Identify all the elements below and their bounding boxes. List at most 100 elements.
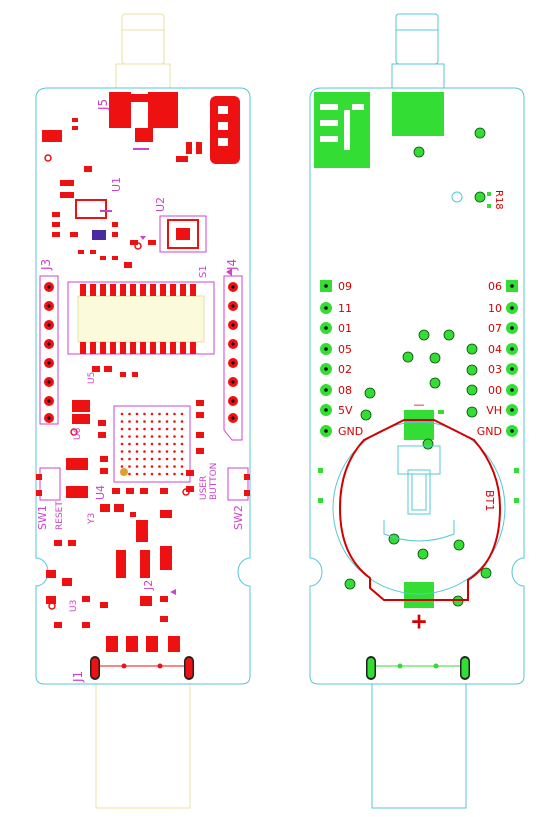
pin-right-4: 04 xyxy=(488,343,502,356)
bga-ball xyxy=(180,472,184,476)
bga-ball xyxy=(120,435,124,438)
usb-connector-bottom xyxy=(371,683,467,809)
dip-switch-s1 xyxy=(67,281,215,355)
label-j5: J5 xyxy=(96,99,110,111)
bga-ball xyxy=(128,450,131,453)
bga-ball xyxy=(165,427,169,431)
bga-ball xyxy=(128,435,131,438)
label-u2: U2 xyxy=(154,197,167,212)
sma-connector-top xyxy=(115,13,171,89)
bga-ball xyxy=(173,457,176,461)
bga-ball xyxy=(135,450,139,453)
bga-ball xyxy=(165,412,169,416)
sw2-button xyxy=(227,467,250,501)
usb-pads-top xyxy=(90,656,194,680)
pin-right-3: 07 xyxy=(488,322,502,335)
bga-ball xyxy=(150,472,154,476)
bga-ball xyxy=(150,442,154,446)
bga-ball xyxy=(173,442,176,446)
battery-plus-sign: + xyxy=(411,609,428,633)
bga-ball xyxy=(165,450,169,453)
label-u3: U3 xyxy=(69,600,79,612)
bga-ball xyxy=(173,465,176,468)
pin-right-2: 10 xyxy=(488,302,502,315)
bga-ball xyxy=(158,412,161,416)
bga-ball xyxy=(120,412,124,416)
pin-left-5: 02 xyxy=(338,363,352,376)
label-j2: J2 xyxy=(142,580,155,591)
bga-ball xyxy=(165,442,169,446)
bga-ball xyxy=(135,412,139,416)
label-sw2: SW2 xyxy=(232,505,245,530)
bga-ball xyxy=(128,427,131,431)
bga-ball xyxy=(180,465,184,468)
bga-ball xyxy=(143,435,146,438)
usb-connector-top xyxy=(95,683,191,809)
bottom-board: R18 09 11 01 05 02 08 5V GN xyxy=(309,13,525,809)
bga-ball xyxy=(128,442,131,446)
bga-ball xyxy=(143,465,146,468)
bga-ball xyxy=(180,412,184,416)
top-board-outline xyxy=(35,87,251,685)
bga-ball xyxy=(143,472,146,476)
label-j4: J4 xyxy=(225,259,239,271)
battery-minus-sign: — xyxy=(414,398,425,411)
bga-ball xyxy=(143,420,146,423)
label-u4: U4 xyxy=(94,485,107,500)
bga-ball xyxy=(158,420,161,423)
label-u5: U5 xyxy=(87,372,97,384)
bga-ball xyxy=(173,450,176,453)
bga-ball xyxy=(120,465,124,468)
bga-ball xyxy=(135,442,139,446)
sw1-button xyxy=(36,467,61,501)
bga-ball xyxy=(120,442,124,446)
pin-right-5: 03 xyxy=(488,363,502,376)
bottom-vias xyxy=(344,127,492,607)
label-sw2-caption-1: USER xyxy=(199,476,209,500)
pin-right-7: VH xyxy=(486,404,502,417)
j5-pads xyxy=(109,92,178,142)
pin-left-8: GND xyxy=(338,425,363,438)
label-bt1: BT1 xyxy=(483,490,496,511)
battery-holder-bt1: BT1 — + xyxy=(332,398,506,634)
bga-ball xyxy=(135,457,139,461)
bga-ball xyxy=(165,457,169,461)
bga-ball xyxy=(143,412,146,416)
bga-ball xyxy=(143,450,146,453)
pin-left-3: 01 xyxy=(338,322,352,335)
u2-module xyxy=(159,215,207,253)
bga-ball xyxy=(173,412,176,416)
bottom-copper-pads xyxy=(314,92,444,608)
usb-pads-bottom xyxy=(366,656,470,680)
bga-ball xyxy=(180,450,184,453)
bga-ball xyxy=(180,420,184,423)
bga-ball xyxy=(128,412,131,416)
pin-left-4: 05 xyxy=(338,343,352,356)
small-pads-upper xyxy=(42,118,202,268)
bga-ball xyxy=(135,465,139,468)
bga-ball xyxy=(150,435,154,438)
label-y3: Y3 xyxy=(87,513,97,525)
small-pads-lower xyxy=(46,366,204,652)
pin-left-2: 11 xyxy=(338,302,352,315)
bga-ball xyxy=(158,457,161,461)
bottom-right-header: 06 10 07 04 03 00 VH GND xyxy=(477,280,518,438)
bga-ball xyxy=(173,435,176,438)
bga-ball xyxy=(150,465,154,468)
bga-ball xyxy=(180,442,184,446)
bga-ball xyxy=(120,457,124,461)
label-sw1: SW1 xyxy=(36,505,49,530)
label-sw2-caption-2: BUTTON xyxy=(209,463,219,500)
pin-left-1: 09 xyxy=(338,280,352,293)
bga-ball xyxy=(150,457,154,461)
pin-right-8: GND xyxy=(477,425,502,438)
bottom-board-outline xyxy=(309,87,525,685)
bga-ball xyxy=(158,435,161,438)
pin-left-7: 5V xyxy=(338,404,353,417)
bga-ball xyxy=(120,427,124,431)
label-u6: U6 xyxy=(73,427,83,440)
bga-ball xyxy=(158,450,161,453)
bga-ball xyxy=(128,420,131,423)
bga-ball xyxy=(165,465,169,468)
label-u1: U1 xyxy=(110,177,123,192)
